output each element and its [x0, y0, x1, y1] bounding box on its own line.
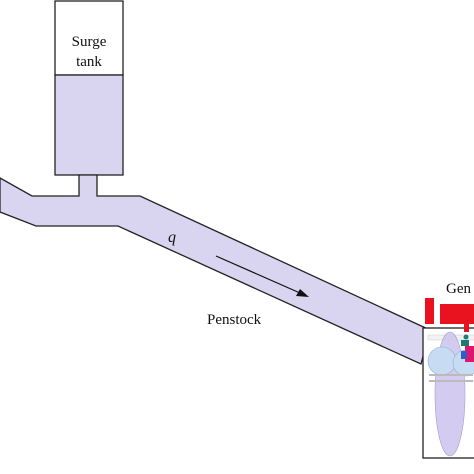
hub-green-part [461, 340, 469, 346]
guide-vane-bar [429, 374, 473, 376]
surge-tank-label-line2: tank [76, 54, 102, 70]
penstock-label: Penstock [207, 312, 262, 328]
generator-block-right [440, 304, 474, 324]
flow-symbol: q [168, 229, 176, 246]
generator-label: Gen [446, 281, 471, 297]
flow-arrow-head [296, 289, 309, 297]
guide-vane-bar-2 [429, 380, 473, 382]
flow-arrow-shaft [215, 255, 301, 294]
hub-green-dot [463, 334, 469, 340]
generator-block-left [425, 298, 434, 324]
hub-blue-part [461, 351, 467, 359]
generator-shaft [464, 322, 469, 332]
hub-magenta-part [465, 346, 474, 362]
penstock-pipe [0, 174, 431, 365]
surge-tank-label-line1: Surge [72, 34, 107, 50]
turbine-runner-circle [427, 346, 457, 376]
surge-tank-water [54, 74, 124, 176]
surge-tank-top [54, 0, 124, 76]
